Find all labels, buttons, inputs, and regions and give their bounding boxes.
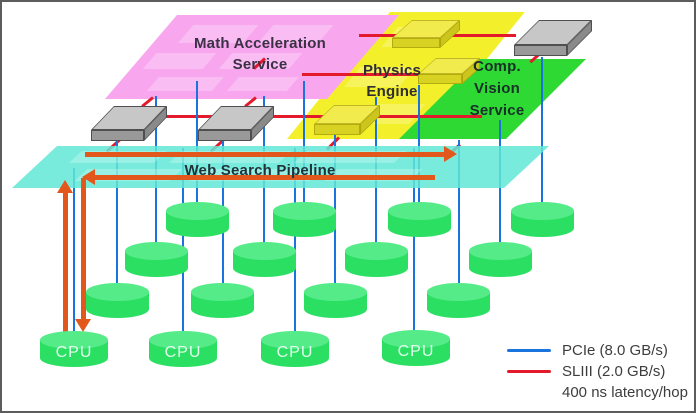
- cpu-cylinder: CPU: [382, 330, 450, 366]
- cpu-label: CPU: [276, 344, 314, 361]
- cylinder-top: [149, 331, 217, 349]
- legend-row-pcie: PCIe (8.0 GB/s): [507, 340, 692, 361]
- pcie-link: [294, 148, 296, 333]
- physics-engine-label-line: Physics: [362, 62, 422, 79]
- cylinder-top: [40, 331, 108, 349]
- comp-vision-service-label-line: Comp.: [473, 58, 521, 75]
- pcie-link: [418, 85, 420, 203]
- cylinder-top: [232, 242, 296, 260]
- physics-card-3-front: [314, 124, 360, 135]
- cylinder-top: [272, 202, 336, 220]
- math-acceleration-service-plane-tile: [226, 77, 299, 91]
- cylinder-top: [261, 331, 329, 349]
- cylinder-top: [85, 283, 149, 301]
- cpu-upload-arrow-head: [57, 180, 73, 193]
- comp-vision-service-label-line: Service: [469, 102, 525, 119]
- pcie-link: [196, 81, 198, 203]
- cylinder-top: [165, 202, 229, 220]
- web-search-pipeline-label-line: Web Search Pipeline: [184, 162, 336, 179]
- storage-cylinder: [387, 202, 451, 237]
- cpu-upload-arrow: [62, 193, 68, 333]
- cylinder-top: [387, 202, 451, 220]
- storage-cylinder: [232, 242, 296, 277]
- cpu-download-arrow: [80, 178, 86, 319]
- pcie-link: [303, 81, 305, 203]
- storage-cylinder: [468, 242, 532, 277]
- storage-cylinder: [85, 283, 149, 318]
- math-acceleration-service-label-line: Math Acceleration: [193, 35, 327, 52]
- legend-label-sliii: SLIII (2.0 GB/s): [562, 363, 666, 380]
- pcie-link: [458, 140, 460, 284]
- legend-label-latency: 400 ns latency/hop: [562, 384, 688, 401]
- storage-cylinder: [272, 202, 336, 237]
- cpu-label: CPU: [397, 343, 435, 360]
- pipeline-return-arrow: [95, 174, 435, 180]
- web-search-pipeline-label: Web Search Pipeline: [160, 162, 360, 180]
- storage-cylinder: [344, 242, 408, 277]
- physics-engine-label-line: Engine: [366, 83, 418, 100]
- math-acceleration-service-plane-tile: [146, 77, 224, 91]
- accelerator-card-1-front: [91, 130, 144, 141]
- cylinder-top: [303, 283, 367, 301]
- legend-row-sliii: SLIII (2.0 GB/s): [507, 361, 692, 382]
- sliii-line-swatch: [507, 370, 551, 373]
- physics-card-2-front: [418, 74, 462, 84]
- storage-cylinder: [165, 202, 229, 237]
- cylinder-top: [510, 202, 574, 220]
- math-acceleration-service-label-line: Service: [232, 56, 288, 73]
- cpu-cylinder: CPU: [149, 331, 217, 367]
- cpu-label: CPU: [55, 344, 93, 361]
- cylinder-top: [344, 242, 408, 260]
- pcie-link: [413, 148, 415, 331]
- storage-cylinder: [426, 283, 490, 318]
- cpu-label: CPU: [164, 344, 202, 361]
- pcie-link: [73, 168, 75, 333]
- pcie-link: [182, 148, 184, 333]
- comp-vision-service-label-line: Vision: [474, 80, 520, 97]
- accelerator-card-3-front: [514, 45, 567, 56]
- storage-cylinder: [510, 202, 574, 237]
- sliii-link: [302, 73, 468, 76]
- sliii-link: [145, 115, 482, 118]
- pcie-link: [541, 57, 543, 203]
- pipeline-request-arrow: [85, 151, 444, 157]
- cylinder-top: [124, 242, 188, 260]
- cylinder-top: [382, 330, 450, 348]
- pcie-link: [116, 139, 118, 284]
- pipeline-request-arrow-head: [444, 146, 457, 162]
- storage-cylinder: [190, 283, 254, 318]
- cpu-cylinder: CPU: [40, 331, 108, 367]
- accelerator-card-2-front: [198, 130, 251, 141]
- storage-cylinder: [124, 242, 188, 277]
- legend-label-pcie: PCIe (8.0 GB/s): [562, 342, 668, 359]
- physics-card-1-front: [392, 38, 440, 48]
- cylinder-top: [468, 242, 532, 260]
- cylinder-top: [190, 283, 254, 301]
- cylinder-top: [426, 283, 490, 301]
- cpu-download-arrow-head: [75, 319, 91, 332]
- legend: PCIe (8.0 GB/s) SLIII (2.0 GB/s) 400 ns …: [507, 340, 692, 403]
- legend-row-latency: 400 ns latency/hop: [507, 382, 692, 403]
- storage-cylinder: [303, 283, 367, 318]
- pcie-line-swatch: [507, 349, 551, 352]
- cpu-cylinder: CPU: [261, 331, 329, 367]
